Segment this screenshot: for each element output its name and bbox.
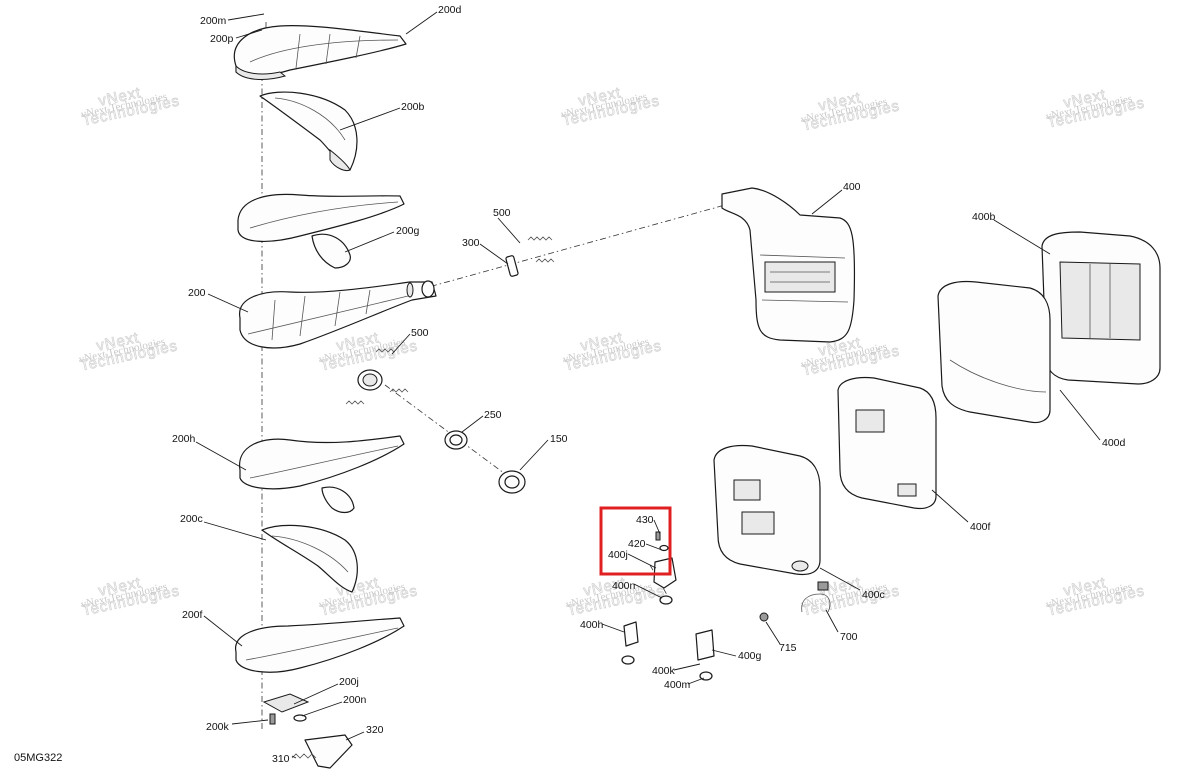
part-320-rod [304,734,353,769]
part-420-washer [659,544,669,552]
part-400d-shield [937,280,1051,424]
part-500-springs-lower [345,348,409,405]
part-400n-grommet [659,595,673,605]
callout-150: 150 [550,433,568,445]
part-400c-shield [713,444,821,576]
callout-400j: 400j [608,549,628,561]
part-200-expansion-chamber [239,280,437,349]
callout-700: 700 [840,631,858,643]
part-200b-shield [259,91,358,171]
part-430-bolt [655,531,661,541]
part-200c-shield [261,524,358,593]
part-300-connector [505,255,519,277]
callout-200m: 200m [200,15,227,27]
callout-420: 420 [628,538,646,550]
callout-200p: 200p [210,33,234,45]
callout-200h: 200h [172,433,196,445]
callout-labels: 200m 200p 200d 200b 200g 200 200h 200c 2… [172,4,1126,765]
callout-200j: 200j [339,676,359,688]
watermark: vNext Technologies vNext Technologies [800,89,902,135]
callout-500-upper: 500 [493,207,511,219]
watermark: vNext Technologies vNext Technologies [562,329,664,375]
watermark: vNext Technologies vNext Technologies [565,574,667,620]
callout-400: 400 [843,181,861,193]
part-200n-washer [293,714,307,722]
callout-400k: 400k [652,665,676,677]
part-400-muffler [721,187,856,343]
part-400g-mount [695,629,715,681]
callout-200d: 200d [438,4,462,16]
leader-lines [195,11,1101,759]
part-200d-upper-shield [233,25,407,80]
part-200f-shield [235,617,405,673]
callout-400g: 400g [738,650,762,662]
watermark: vNext Technologies vNext Technologies [800,574,902,620]
callout-310: 310 [272,753,290,765]
part-200j-bracket [262,693,310,713]
callout-200b: 200b [401,101,425,113]
callout-200n: 200n [343,694,367,706]
document-id: 05MG322 [14,752,63,764]
part-250-seal [444,430,468,450]
callout-300: 300 [462,237,480,249]
callout-200: 200 [188,287,206,299]
callout-500-lower: 500 [411,327,429,339]
part-715-nut [759,612,769,622]
part-200g-shield [237,193,405,269]
callout-250: 250 [484,409,502,421]
callout-200k: 200k [206,721,230,733]
highlight-box [599,506,672,576]
callout-430: 430 [636,514,654,526]
watermark: vNext Technologies vNext Technologies [1045,574,1147,620]
callout-400f: 400f [970,521,991,533]
part-500-spring-upper [527,236,555,263]
watermark: vNext Technologies vNext Technologies [78,329,180,375]
part-200h-shield [239,435,405,514]
part-200k-screw [269,713,276,725]
watermark: vNext Technologies vNext Technologies [1045,86,1147,132]
callout-200c: 200c [180,513,203,525]
callout-200f: 200f [182,609,203,621]
part-400h-mount [621,621,639,665]
callout-400d: 400d [1102,437,1126,449]
callout-715: 715 [779,642,797,654]
watermark: vNext Technologies vNext Technologies [80,84,182,130]
callout-400m: 400m [664,679,691,691]
callout-320: 320 [366,724,384,736]
part-700-sensor [801,581,831,613]
callout-400h: 400h [580,619,604,631]
callout-400c: 400c [862,589,885,601]
callout-400n: 400n [612,580,636,592]
watermark: vNext Technologies vNext Technologies [560,84,662,130]
part-310-spring [291,753,317,759]
callout-400b: 400b [972,211,996,223]
callout-200g: 200g [396,225,420,237]
part-400b-outer-shield [1041,231,1161,385]
watermark: vNext Technologies vNext Technologies [80,574,182,620]
part-150-seal [498,470,526,494]
part-400f-shield [837,376,937,510]
